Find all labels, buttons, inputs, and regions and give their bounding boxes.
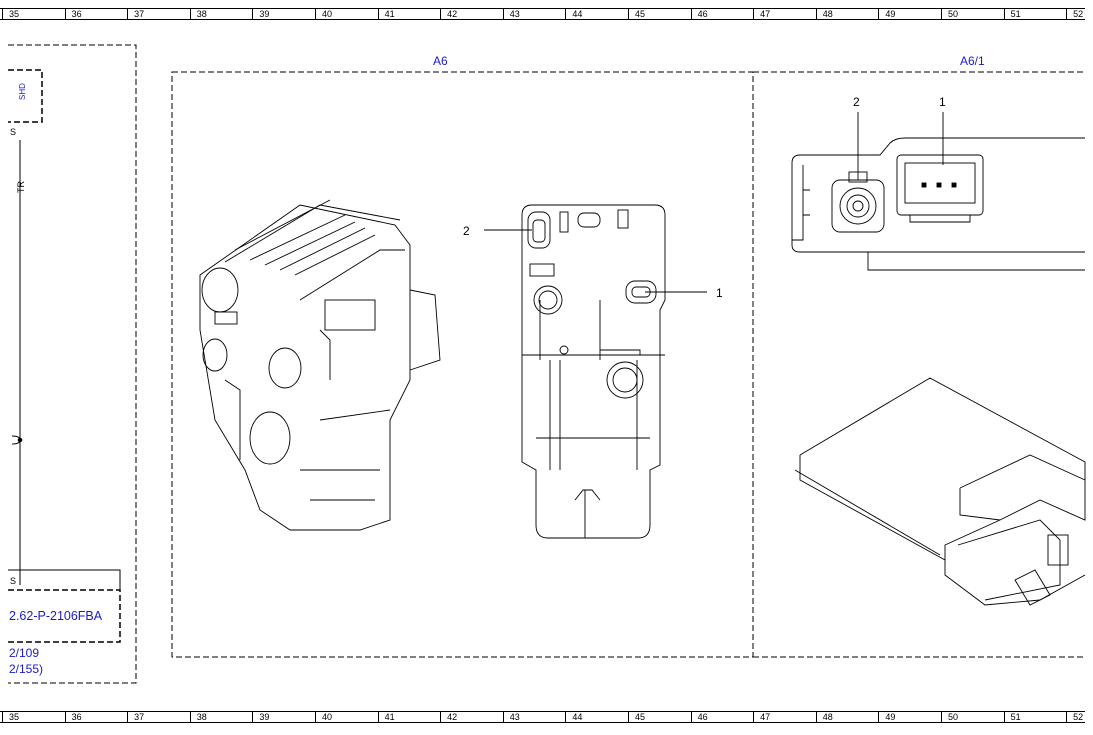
ruler-tick [690, 8, 692, 20]
ruler-tick [1066, 8, 1068, 20]
ruler-tick [628, 711, 629, 723]
a61-panel-title: A6/1 [960, 54, 985, 68]
a61-connector-view [791, 112, 1085, 271]
a61-panel-frame [753, 71, 1085, 658]
ruler-number: 35 [8, 712, 19, 722]
lower-harness [8, 569, 121, 590]
ruler-number: 48 [822, 9, 833, 19]
ruler-number: 51 [1010, 712, 1021, 722]
shd-label: SHD [18, 83, 27, 100]
ruler-tick [377, 711, 379, 723]
ruler-number: 40 [321, 9, 332, 19]
reference-line-2: 2/155) [9, 662, 44, 676]
ruler-number: 52 [1073, 712, 1084, 722]
a6-heater-rear-view [484, 204, 707, 539]
a61-module-iso-view [794, 377, 1086, 606]
reference-line-1: 2/109 [9, 646, 40, 660]
left-frame [8, 44, 137, 684]
tr-wire-label: TR [16, 181, 26, 193]
ruler-number: 50 [947, 9, 958, 19]
ruler-tick [565, 711, 567, 723]
ruler-tick [252, 8, 254, 20]
ruler-number: 41 [384, 712, 395, 722]
bottom-column-ruler: 35 36 37 38 39 40 41 42 43 44 45 46 47 48 49 50 51 52 [0, 711, 1093, 723]
ruler-number: 51 [1010, 9, 1021, 19]
ruler-tick [440, 711, 442, 723]
callout-a6-1: 1 [716, 286, 723, 300]
ruler-tick [315, 711, 316, 723]
a6-heater-iso-view [199, 199, 441, 531]
ruler-tick [502, 711, 504, 723]
ruler-number: 41 [384, 9, 395, 19]
ruler-tick [815, 8, 817, 20]
ruler-tick [502, 8, 504, 20]
ruler-tick [753, 8, 755, 20]
ruler-number: 35 [8, 9, 19, 19]
ruler-tick [878, 711, 880, 723]
ruler-tick [252, 711, 254, 723]
ruler-tick [2, 8, 3, 20]
ruler-tick [377, 8, 379, 20]
ruler-tick [189, 711, 191, 723]
ruler-number: 46 [697, 9, 708, 19]
ruler-number: 39 [259, 712, 270, 722]
ruler-tick [941, 8, 942, 20]
ruler-tick [815, 711, 817, 723]
ruler-number: 48 [822, 712, 833, 722]
splice-hook [11, 435, 21, 445]
ruler-number: 46 [697, 712, 708, 722]
s-label-bottom: S [10, 576, 17, 586]
ruler-number: 42 [447, 712, 458, 722]
ruler-tick [64, 8, 66, 20]
ruler-number: 47 [760, 9, 771, 19]
ruler-number: 36 [71, 9, 82, 19]
ruler-tick [127, 711, 129, 723]
shd-connector-box [8, 69, 43, 123]
ruler-tick [189, 8, 191, 20]
ruler-number: 36 [71, 712, 82, 722]
top-column-ruler: 35 36 37 38 39 40 41 42 43 44 45 46 47 48 49 50 51 52 [0, 8, 1093, 20]
ruler-tick [878, 8, 880, 20]
ruler-tick [2, 711, 3, 723]
ruler-tick [1003, 711, 1005, 723]
ruler-number: 45 [634, 9, 645, 19]
reference-link[interactable]: 2.62-P-2106FBA [9, 609, 103, 623]
ruler-number: 43 [509, 712, 520, 722]
a6-panel-frame [171, 71, 754, 658]
ruler-tick [127, 8, 129, 20]
ruler-tick [565, 8, 567, 20]
ruler-tick [1066, 711, 1068, 723]
ruler-tick [690, 711, 692, 723]
s-label-top: S [10, 127, 17, 137]
callout-a6-2: 2 [463, 224, 470, 238]
ruler-number: 43 [509, 9, 520, 19]
ruler-number: 38 [196, 712, 207, 722]
ruler-tick [1003, 8, 1005, 20]
ruler-tick [753, 711, 755, 723]
callout-a61-1: 1 [939, 95, 946, 109]
ruler-number: 49 [885, 712, 896, 722]
ruler-number: 47 [760, 712, 771, 722]
ruler-tick [64, 711, 66, 723]
ruler-tick [315, 8, 316, 20]
reference-box [8, 589, 121, 643]
ruler-tick [941, 711, 942, 723]
ruler-number: 52 [1073, 9, 1084, 19]
callout-a61-2: 2 [853, 95, 860, 109]
ruler-number: 42 [447, 9, 458, 19]
ruler-number: 39 [259, 9, 270, 19]
ruler-number: 44 [572, 9, 583, 19]
ruler-tick [440, 8, 442, 20]
ruler-number: 44 [572, 712, 583, 722]
a6-panel-title: A6 [433, 54, 448, 68]
ruler-number: 45 [634, 712, 645, 722]
ruler-number: 40 [321, 712, 332, 722]
ruler-number: 37 [134, 712, 145, 722]
ruler-number: 38 [196, 9, 207, 19]
ruler-number: 49 [885, 9, 896, 19]
ruler-number: 50 [947, 712, 958, 722]
ruler-number: 37 [134, 9, 145, 19]
ruler-tick [628, 8, 629, 20]
